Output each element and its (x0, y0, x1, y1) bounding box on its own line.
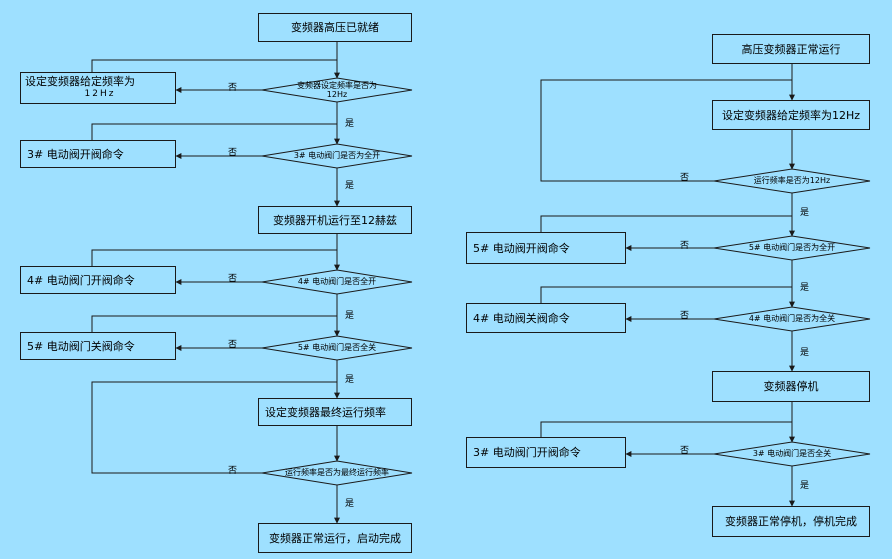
left-yes-label-5: 是 (345, 499, 355, 509)
right-yes-label-1: 是 (800, 208, 810, 218)
left-run-box: 变频器开机运行至12赫兹 (258, 206, 412, 234)
left-valve3-open-box: 3# 电动阀开阀命令 (20, 140, 176, 168)
left-no-label-3: 否 (228, 274, 238, 284)
left-yes-label-2: 是 (345, 181, 355, 191)
left-start-box: 变频器高压已就绪 (258, 13, 412, 42)
right-end-box: 变频器正常停机，停机完成 (712, 506, 870, 537)
right-no-label-1: 否 (680, 173, 690, 183)
left-set-freq-line2: 12Hz (84, 89, 116, 99)
left-yes-label-1: 是 (345, 119, 355, 129)
left-no-label-2: 否 (228, 148, 238, 158)
right-decision-4-text: 3# 电动阀门是否全关 (752, 449, 832, 458)
left-no-label-4: 否 (228, 340, 238, 350)
right-set-freq-box: 设定变频器给定频率为12Hz (712, 100, 870, 130)
left-no-label-5: 否 (228, 466, 238, 476)
right-valve3-open-box: 3# 电动阀门开阀命令 (466, 437, 626, 468)
right-decision-1-text: 运行频率是否为12Hz (753, 176, 831, 185)
right-no-label-3: 否 (680, 311, 690, 321)
right-valve5-open-box: 5# 电动阀开阀命令 (466, 232, 626, 264)
left-decision-2-text: 3# 电动阀门是否为全开 (293, 151, 381, 160)
right-yes-label-2: 是 (800, 283, 810, 293)
left-decision-1-line2: 12Hz (326, 90, 348, 99)
right-decision-2-text: 5# 电动阀门是否为全开 (748, 243, 836, 252)
left-decision-1-line1: 变频器设定频率是否为 (297, 81, 377, 90)
right-yes-label-4: 是 (800, 481, 810, 491)
right-decision-3-text: 4# 电动阀门是否为全关 (748, 314, 836, 323)
left-decision-1-text: 变频器设定频率是否为 12Hz (262, 81, 412, 99)
left-decision-3-text: 4# 电动阀门是否全开 (297, 277, 377, 286)
left-no-label-1: 否 (228, 83, 238, 93)
left-yes-label-3: 是 (345, 311, 355, 321)
right-no-label-2: 否 (680, 241, 690, 251)
left-decision-4-text: 5# 电动阀门是否全关 (297, 343, 377, 352)
right-valve4-close-box: 4# 电动阀关阀命令 (466, 303, 626, 333)
right-stop-box: 变频器停机 (712, 371, 870, 402)
left-valve5-close-box: 5# 电动阀门关阀命令 (20, 332, 176, 360)
left-set-freq-box: 设定变频器给定频率为 12Hz (20, 72, 176, 104)
left-yes-label-4: 是 (345, 375, 355, 385)
left-valve4-open-box: 4# 电动阀门开阀命令 (20, 266, 176, 294)
left-decision-5-text: 运行频率是否为最终运行频率 (285, 468, 389, 477)
left-end-box: 变频器正常运行，启动完成 (258, 523, 412, 553)
right-no-label-4: 否 (680, 446, 690, 456)
left-set-final-box: 设定变频器最终运行频率 (258, 398, 412, 426)
right-start-box: 高压变频器正常运行 (712, 34, 870, 64)
left-set-freq-line1: 设定变频器给定频率为 (25, 75, 135, 88)
right-yes-label-3: 是 (800, 348, 810, 358)
